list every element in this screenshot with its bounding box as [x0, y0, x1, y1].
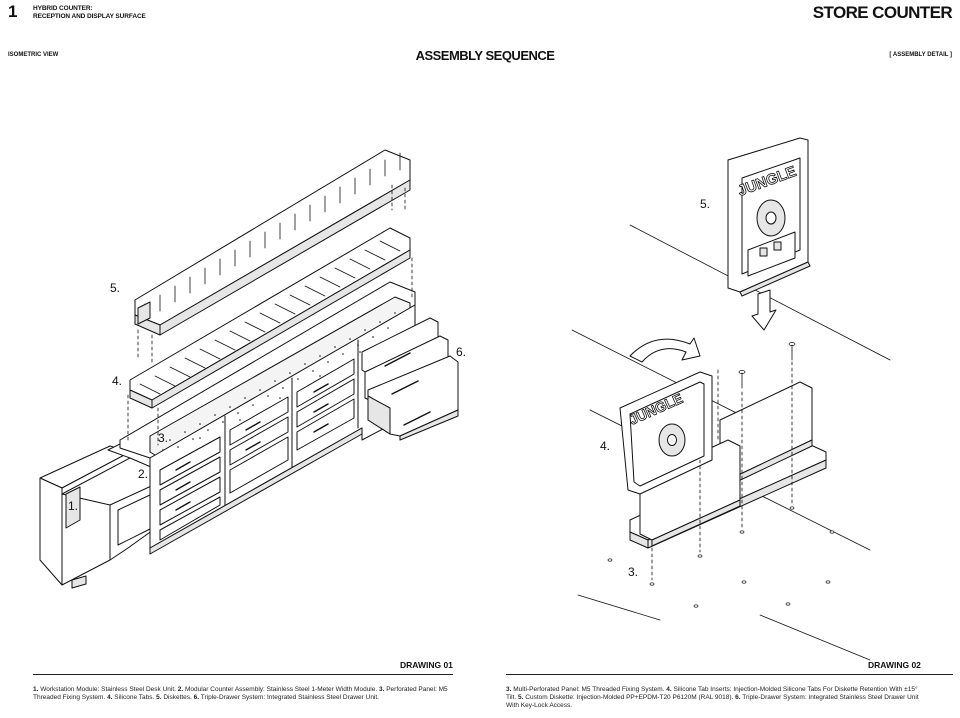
isometric-view-label: ISOMETRIC VIEW	[8, 52, 59, 58]
assembly-detail-label: [ ASSEMBLY DETAIL ]	[889, 52, 952, 58]
caption-item: 4. Silicone Tab Inserts: Injection-Molde…	[506, 686, 918, 701]
tilt-curved-arrow-icon	[629, 337, 701, 363]
custom-diskette: JUNGLE	[727, 137, 811, 297]
caption-item: 5. Diskettes.	[156, 693, 194, 701]
detail-callout-3: 3.	[628, 565, 638, 579]
diskette-row	[134, 149, 411, 336]
subtitle-line-2: RECEPTION AND DISPLAY SURFACE	[33, 12, 146, 20]
caption-item: 2. Modular Counter Assembly: Stainless S…	[177, 686, 379, 693]
sheet-subtitle: HYBRID COUNTER: RECEPTION AND DISPLAY SU…	[33, 5, 146, 20]
subtitle-line-1: HYBRID COUNTER:	[33, 5, 93, 12]
modular-counter-body	[119, 281, 416, 555]
m5-screws	[738, 342, 796, 389]
drawing-02-label: DRAWING 02	[868, 660, 921, 670]
silicone-tab-row	[129, 227, 411, 409]
drawing-02-caption: 3. Multi-Perforated Panel: M5 Threaded F…	[506, 686, 926, 709]
caption-item: 6. Triple-Drawer System: Integrated Stai…	[506, 693, 919, 709]
callout-1: 1.	[68, 499, 78, 513]
callout-5: 5.	[110, 281, 120, 295]
caption-item: 1. Workstation Module: Stainless Steel D…	[33, 686, 178, 693]
insert-down-arrow-icon	[751, 289, 777, 331]
caption-item: 3. Perforated Panel: M5 Threaded Fixing …	[33, 686, 448, 701]
caption-item: 3. Multi-Perforated Panel: M5 Threaded F…	[506, 686, 667, 693]
store-title: STORE COUNTER	[812, 3, 953, 22]
caption-item: 4. Silicone Tabs.	[107, 693, 157, 701]
callout-6: 6.	[456, 345, 466, 359]
page-title: ASSEMBLY SEQUENCE	[415, 48, 555, 63]
caption-item: 5. Custom Diskette: Injection-Molded PP+…	[518, 693, 736, 701]
callout-4: 4.	[112, 374, 122, 388]
callout-2: 2.	[138, 467, 148, 481]
drawing-01-label: DRAWING 01	[400, 660, 453, 670]
assembly-detail-drawing: JUNGLE JUNGLE	[571, 137, 891, 661]
divider-left	[33, 674, 453, 675]
drawing-01-caption: 1. Workstation Module: Stainless Steel D…	[33, 686, 453, 702]
perforated-panel	[162, 312, 396, 451]
detail-callout-4: 4.	[600, 439, 610, 453]
detail-callout-5: 5.	[700, 197, 710, 211]
callout-3: 3.	[158, 431, 168, 445]
caption-item: 6. Triple-Drawer System: Integrated Stai…	[193, 693, 379, 701]
workstation-desk-module	[39, 424, 161, 589]
screw-guide-lines	[651, 361, 793, 581]
mounting-points	[607, 506, 835, 608]
sheet-number: 1	[8, 2, 18, 21]
perforated-base-panel: JUNGLE	[619, 371, 827, 549]
counter-isometric-drawing: 1. 2. 3. 4. 5. 6.	[39, 149, 466, 589]
divider-right	[506, 674, 953, 675]
triple-drawer-system	[361, 317, 459, 441]
assembly-guide-lines	[127, 184, 413, 446]
